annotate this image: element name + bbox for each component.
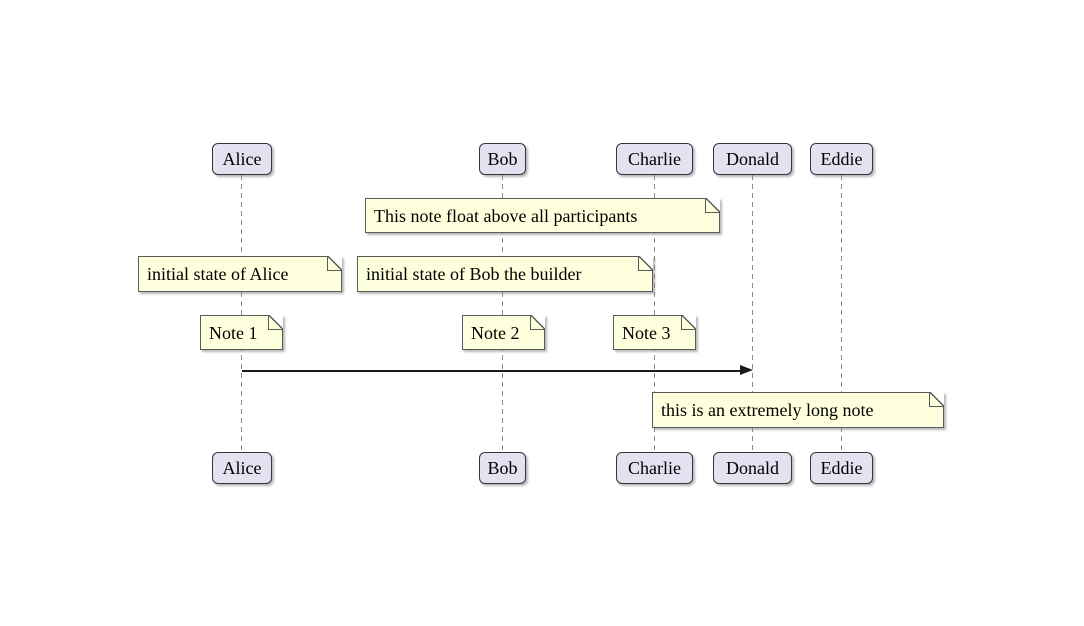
note-2: Note 2 — [462, 315, 545, 350]
lifeline-eddie — [841, 175, 842, 452]
note-fold-icon — [638, 256, 653, 271]
note-fold-icon — [681, 315, 696, 330]
lifeline-alice — [241, 175, 242, 452]
note-initial-state-bob: initial state of Bob the builder — [357, 256, 653, 292]
note-fold-icon — [530, 315, 545, 330]
participant-label: Donald — [726, 458, 779, 478]
message-arrowhead-icon — [740, 365, 753, 375]
participant-label: Alice — [222, 458, 262, 478]
note-initial-state-alice: initial state of Alice — [138, 256, 342, 292]
lifeline-bob — [502, 175, 503, 452]
note-3: Note 3 — [613, 315, 696, 350]
participant-donald-bottom: Donald — [713, 452, 792, 484]
note-float-above-participants: This note float above all participants — [365, 198, 720, 233]
participant-label: Donald — [726, 149, 779, 169]
note-text: Note 3 — [622, 322, 671, 343]
note-extremely-long: this is an extremely long note — [652, 392, 944, 428]
participant-charlie-top: Charlie — [616, 143, 693, 175]
participant-alice-top: Alice — [212, 143, 272, 175]
participant-eddie-top: Eddie — [810, 143, 873, 175]
participant-label: Bob — [487, 458, 518, 478]
participant-label: Bob — [487, 149, 518, 169]
participant-donald-top: Donald — [713, 143, 792, 175]
note-text: Note 2 — [471, 322, 520, 343]
note-1: Note 1 — [200, 315, 283, 350]
note-fold-icon — [929, 392, 944, 407]
note-text: initial state of Alice — [147, 264, 289, 284]
participant-bob-top: Bob — [479, 143, 526, 175]
lifeline-donald — [752, 175, 753, 452]
note-fold-icon — [327, 256, 342, 271]
note-fold-icon — [268, 315, 283, 330]
participant-label: Charlie — [628, 458, 681, 478]
note-fold-icon — [705, 198, 720, 213]
participant-eddie-bottom: Eddie — [810, 452, 873, 484]
participant-label: Charlie — [628, 149, 681, 169]
participant-bob-bottom: Bob — [479, 452, 526, 484]
participant-alice-bottom: Alice — [212, 452, 272, 484]
note-text: Note 1 — [209, 322, 258, 343]
participant-label: Eddie — [820, 149, 863, 169]
message-line-alice-to-donald — [242, 370, 741, 372]
lifeline-charlie — [654, 175, 655, 452]
participant-label: Alice — [222, 149, 262, 169]
participant-charlie-bottom: Charlie — [616, 452, 693, 484]
note-text: this is an extremely long note — [661, 400, 874, 420]
note-text: This note float above all participants — [374, 205, 638, 226]
note-text: initial state of Bob the builder — [366, 264, 582, 284]
participant-label: Eddie — [820, 458, 863, 478]
